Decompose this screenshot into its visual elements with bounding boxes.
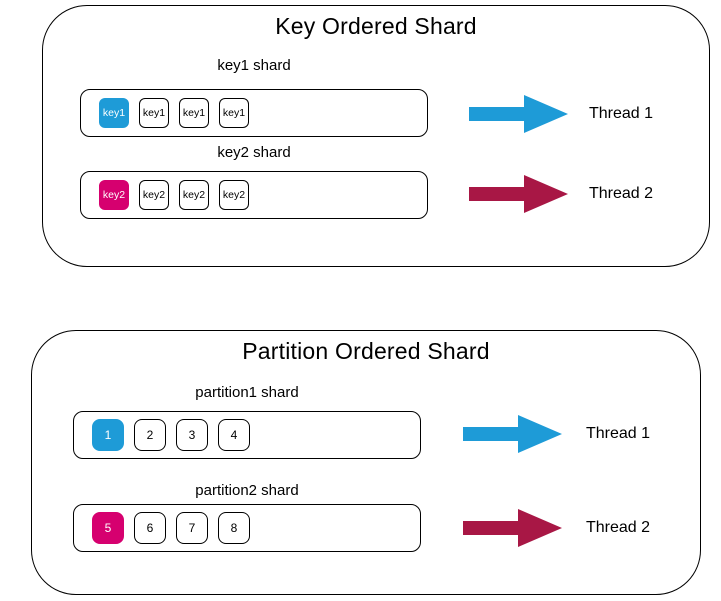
shard-cell: key1 bbox=[139, 98, 169, 128]
shard-cell-highlighted: 1 bbox=[92, 419, 124, 451]
shard-cell: key2 bbox=[139, 180, 169, 210]
key-ordered-shard-section: Key Ordered Shard key1 shard key1 key1 k… bbox=[42, 5, 710, 267]
shard-cell: key1 bbox=[179, 98, 209, 128]
shard-label-partition2: partition2 shard bbox=[195, 482, 299, 499]
section-title: Key Ordered Shard bbox=[275, 13, 477, 39]
thread-label: Thread 2 bbox=[586, 519, 651, 536]
shard-label-key2: key2 shard bbox=[217, 144, 291, 161]
thread-1-arrow-icon bbox=[463, 415, 562, 453]
thread-label: Thread 2 bbox=[589, 185, 654, 202]
shard-cell: key2 bbox=[179, 180, 209, 210]
shard-label-key1: key1 shard bbox=[217, 57, 291, 74]
shard-label-partition1: partition1 shard bbox=[195, 384, 299, 401]
thread-2-arrow-icon bbox=[463, 509, 562, 547]
shard-cell-highlighted: 5 bbox=[92, 512, 124, 544]
shard-cell: key2 bbox=[219, 180, 249, 210]
shard-cell: 6 bbox=[134, 512, 166, 544]
thread-1-arrow-icon bbox=[469, 95, 568, 133]
shard-cell: 2 bbox=[134, 419, 166, 451]
shard-container-key2: key2 key2 key2 key2 bbox=[80, 171, 428, 219]
shard-cell-highlighted: key2 bbox=[99, 180, 129, 210]
shard-container-partition1: 1 2 3 4 bbox=[73, 411, 421, 459]
shard-cell-highlighted: key1 bbox=[99, 98, 129, 128]
shard-cell: 3 bbox=[176, 419, 208, 451]
thread-2-arrow-icon bbox=[469, 175, 568, 213]
shard-cell: 7 bbox=[176, 512, 208, 544]
shard-cell: 8 bbox=[218, 512, 250, 544]
shard-container-key1: key1 key1 key1 key1 bbox=[80, 89, 428, 137]
section-title: Partition Ordered Shard bbox=[242, 338, 490, 364]
partition-ordered-shard-section: Partition Ordered Shard partition1 shard… bbox=[31, 330, 701, 595]
shard-container-partition2: 5 6 7 8 bbox=[73, 504, 421, 552]
thread-label: Thread 1 bbox=[586, 425, 651, 442]
shard-cell: key1 bbox=[219, 98, 249, 128]
shard-cell: 4 bbox=[218, 419, 250, 451]
thread-label: Thread 1 bbox=[589, 105, 654, 122]
